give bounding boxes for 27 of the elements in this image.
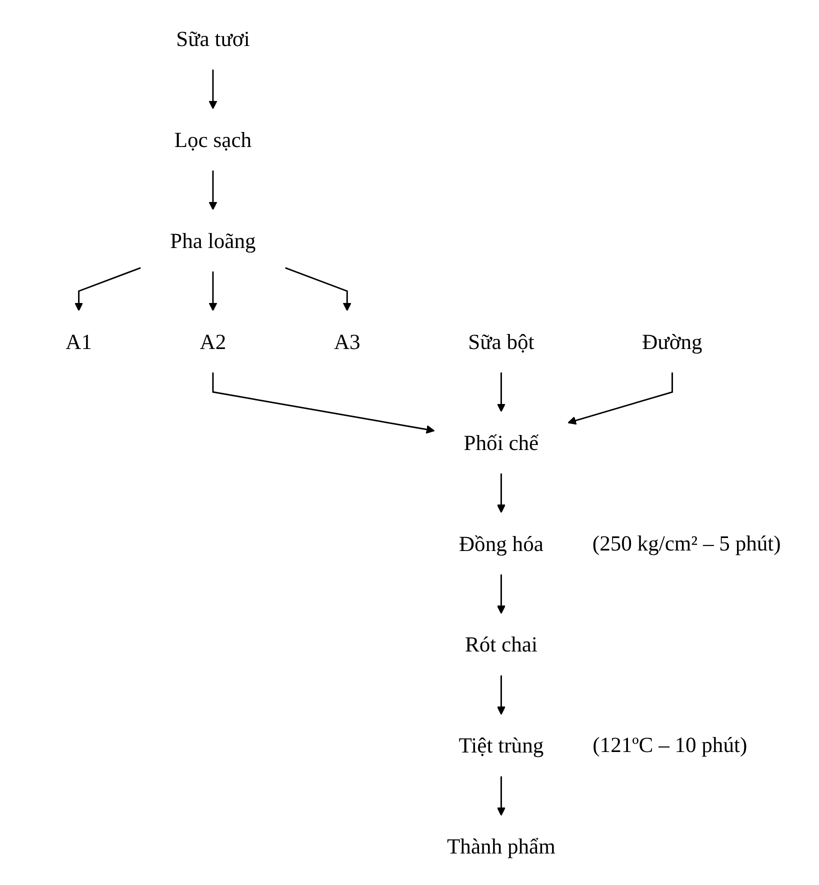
arrow bbox=[496, 675, 506, 715]
arrow bbox=[284, 267, 352, 312]
node-text: Pha loãng bbox=[170, 228, 256, 253]
arrow bbox=[74, 267, 141, 312]
node-text: Thành phẩm bbox=[447, 834, 556, 859]
arrow bbox=[496, 372, 506, 412]
node-text: Rót chai bbox=[464, 632, 538, 657]
node-text: Tiệt trùng bbox=[458, 733, 544, 758]
node-text: Đường bbox=[642, 329, 702, 354]
node-text: Sữa bột bbox=[468, 329, 534, 354]
arrow bbox=[496, 473, 506, 513]
arrow bbox=[208, 271, 218, 312]
node-text: A1 bbox=[66, 329, 92, 354]
arrow bbox=[496, 574, 506, 614]
step-condition: (121ºC – 10 phút) bbox=[592, 733, 748, 758]
node-text: Lọc sạch bbox=[174, 127, 252, 152]
node-text: Đồng hóa bbox=[458, 531, 544, 556]
arrow bbox=[496, 776, 506, 816]
node-text: A3 bbox=[334, 329, 360, 354]
arrow bbox=[212, 372, 435, 434]
arrow bbox=[208, 70, 218, 110]
arrow bbox=[208, 170, 218, 210]
node-text: Phối chế bbox=[464, 430, 539, 455]
step-condition: (250 kg/cm² – 5 phút) bbox=[592, 531, 781, 556]
node-text: Sữa tươi bbox=[176, 26, 250, 51]
node-text: A2 bbox=[200, 329, 226, 354]
arrow bbox=[568, 372, 673, 425]
